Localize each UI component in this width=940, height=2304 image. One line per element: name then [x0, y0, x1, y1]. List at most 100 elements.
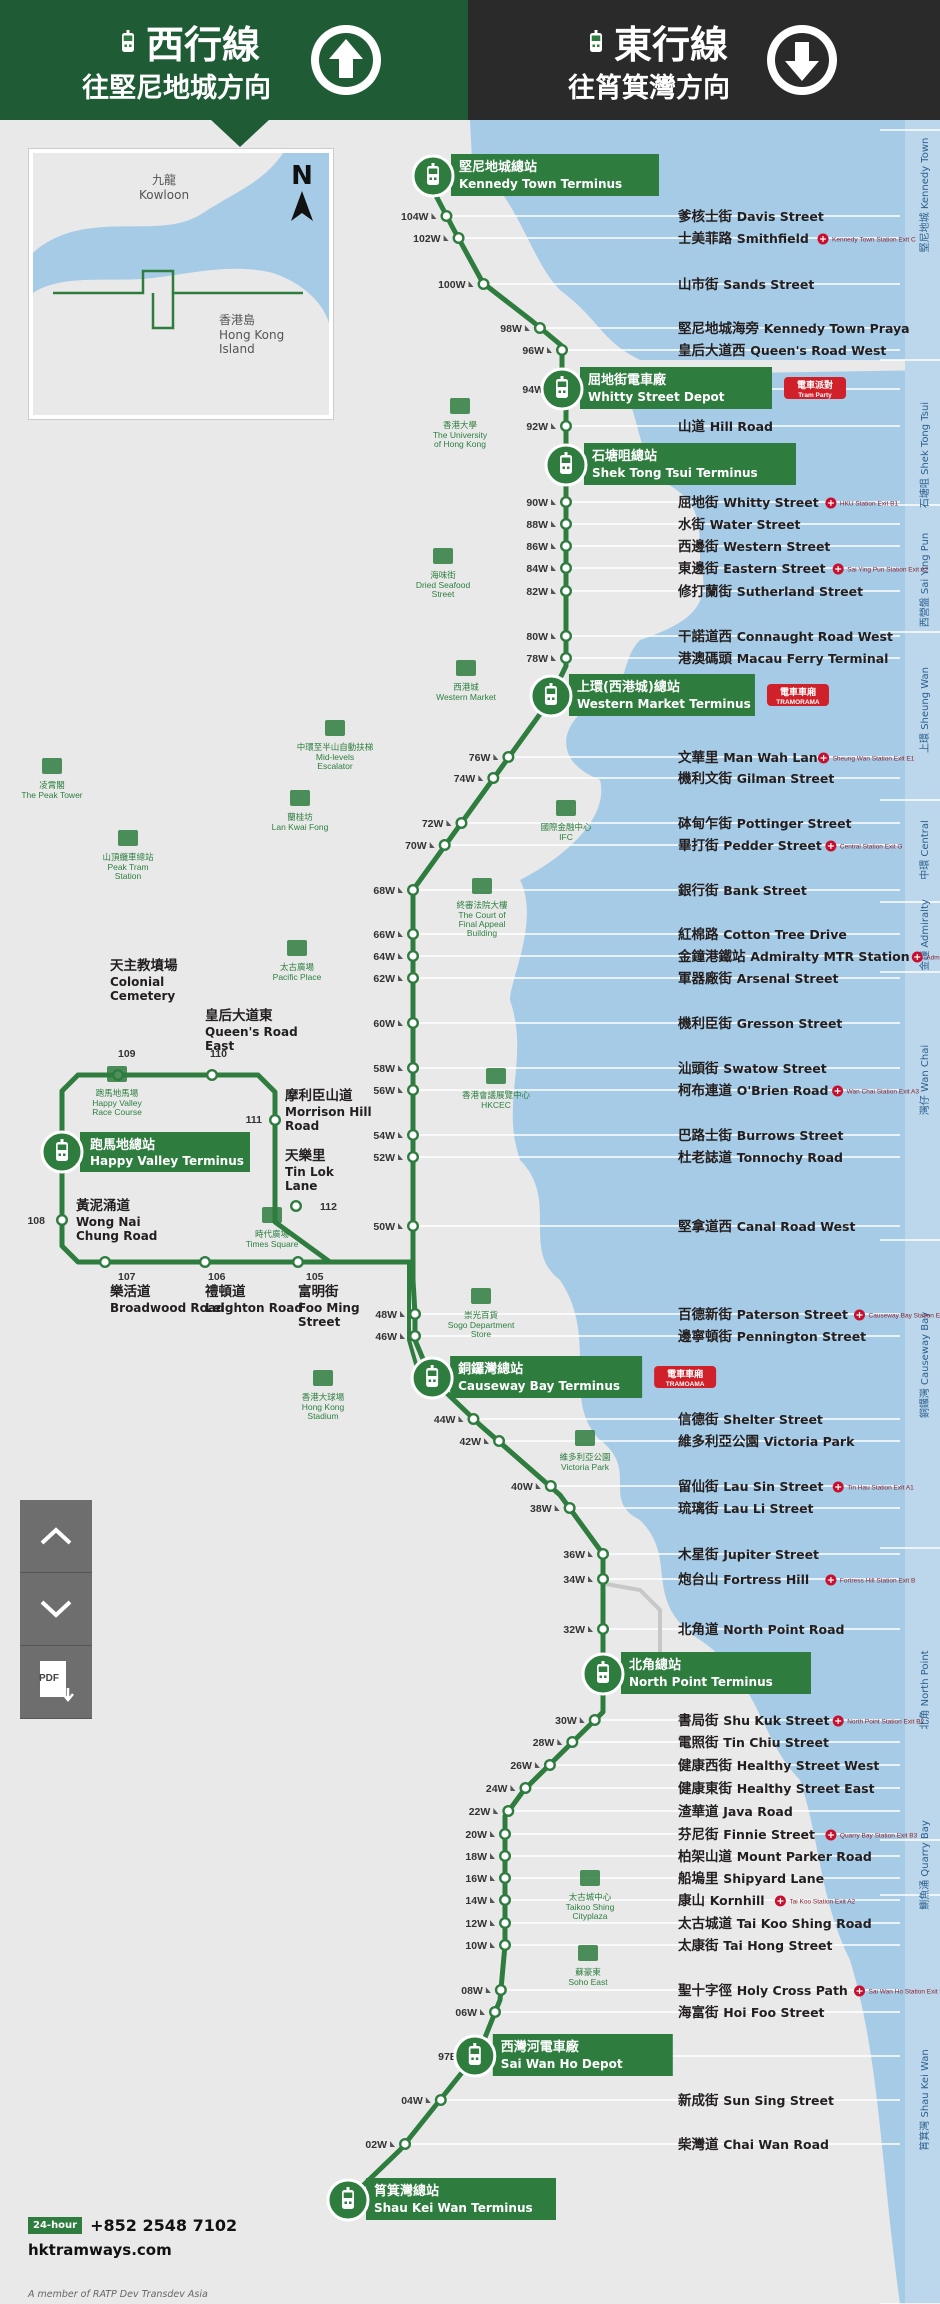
stop-name[interactable]: 柯布連道 O'Brien Road — [678, 1082, 828, 1099]
stop-name[interactable]: 北角道 North Point Road — [678, 1621, 845, 1638]
stop-dot[interactable] — [407, 1128, 420, 1141]
stop-dot[interactable] — [560, 652, 573, 665]
header-eastbound[interactable]: 東行線 往筲箕灣方向 — [468, 0, 940, 120]
stop-dot[interactable] — [597, 1547, 610, 1560]
stop-name[interactable]: 巴路士街 Burrows Street — [678, 1127, 843, 1144]
stop-dot[interactable] — [494, 1983, 507, 1996]
stop-dot[interactable] — [399, 2137, 412, 2150]
stop-name[interactable]: 屈地街 Whitty Street — [678, 494, 819, 511]
stop-name[interactable]: 銀行街 Bank Street — [678, 882, 807, 899]
stop-dot[interactable] — [477, 278, 490, 291]
stop-dot[interactable] — [560, 585, 573, 598]
stop-name[interactable]: 康山 Kornhill — [678, 1892, 765, 1909]
stop-dot[interactable] — [519, 1781, 532, 1794]
stop-name[interactable]: 芬尼街 Finnie Street — [677, 1826, 815, 1843]
stop-name[interactable]: 砵甸乍街 Pottinger Street — [678, 815, 852, 832]
stop-dot[interactable] — [407, 972, 420, 985]
stop-name[interactable]: 杜老誌道 Tonnochy Road — [678, 1149, 843, 1166]
stop-name[interactable]: 堅尼地城海旁 Kennedy Town Praya — [678, 320, 910, 337]
stop-dot[interactable] — [560, 518, 573, 531]
stop-name[interactable]: 聖十字徑 Holy Cross Path — [678, 1982, 848, 1999]
stop-dot[interactable] — [409, 1329, 422, 1342]
stop-dot[interactable] — [407, 1017, 420, 1030]
stop-dot[interactable] — [467, 1412, 480, 1425]
stop-dot[interactable] — [566, 1735, 579, 1748]
stop-name[interactable]: 柏架山道 Mount Parker Road — [678, 1848, 872, 1865]
stop-dot[interactable] — [560, 496, 573, 509]
stop-name[interactable]: 文華里 Man Wah Lane — [678, 749, 826, 766]
stop-name[interactable]: 山道 Hill Road — [678, 418, 773, 435]
stop-dot[interactable] — [407, 1150, 420, 1163]
stop-dot[interactable] — [438, 839, 451, 852]
stop-name[interactable]: 皇后大道西 Queen's Road West — [678, 342, 886, 359]
stop-dot[interactable] — [452, 231, 465, 244]
stop-name[interactable]: 機利文街 Gilman Street — [678, 770, 834, 787]
stop-dot[interactable] — [544, 1479, 557, 1492]
stop-dot[interactable] — [407, 1061, 420, 1074]
header-westbound[interactable]: 西行線 往堅尼地城方向 — [0, 0, 468, 120]
stop-name[interactable]: 畢打街 Pedder Street — [678, 837, 822, 854]
stop-name[interactable]: 渣華道 Java Road — [678, 1803, 793, 1820]
download-pdf-button[interactable]: PDF — [20, 1646, 92, 1719]
stop-dot[interactable] — [499, 1916, 512, 1929]
stop-name[interactable]: 琉璃街 Lau Li Street — [678, 1500, 814, 1517]
stop-dot[interactable] — [487, 772, 500, 785]
stop-dot[interactable] — [488, 2005, 501, 2018]
stop-name[interactable]: 炮台山 Fortress Hill — [678, 1571, 809, 1588]
stop-name[interactable]: 邊寧頓街 Pennington Street — [678, 1328, 866, 1345]
stop-dot[interactable] — [407, 1219, 420, 1232]
stop-dot[interactable] — [499, 1871, 512, 1884]
stop-dot[interactable] — [556, 344, 569, 357]
stop-name[interactable]: 海富街 Hoi Foo Street — [678, 2004, 825, 2021]
stop-dot[interactable] — [407, 1083, 420, 1096]
stop-name[interactable]: 百德新街 Paterson Street — [678, 1306, 848, 1323]
hotline[interactable]: +852 2548 7102 — [90, 2216, 238, 2235]
stop-dot[interactable] — [533, 322, 546, 335]
stop-name[interactable]: 軍器廠街 Arsenal Street — [678, 970, 839, 987]
stop-name[interactable]: 干諾道西 Connaught Road West — [678, 628, 893, 645]
stop-name[interactable]: 汕頭街 Swatow Street — [678, 1060, 827, 1077]
stop-dot[interactable] — [502, 751, 515, 764]
stop-dot[interactable] — [560, 630, 573, 643]
stop-name[interactable]: 信德街 Shelter Street — [678, 1411, 823, 1428]
stop-dot[interactable] — [499, 1938, 512, 1951]
scroll-up-button[interactable] — [20, 1500, 92, 1573]
stop-name[interactable]: 機利臣街 Gresson Street — [678, 1015, 842, 1032]
stop-dot[interactable] — [502, 1804, 515, 1817]
stop-dot[interactable] — [560, 540, 573, 553]
stop-name[interactable]: 維多利亞公園 Victoria Park — [678, 1433, 855, 1450]
stop-dot[interactable] — [499, 1849, 512, 1862]
stop-name[interactable]: 西邊街 Western Street — [678, 538, 830, 555]
stop-dot[interactable] — [499, 1893, 512, 1906]
stop-name[interactable]: 柴灣道 Chai Wan Road — [677, 2136, 829, 2153]
stop-dot[interactable] — [563, 1501, 576, 1514]
stop-name[interactable]: 修打蘭街 Sutherland Street — [677, 583, 863, 600]
stop-name[interactable]: 士美菲路 Smithfield — [678, 230, 809, 247]
stop-name[interactable]: 書局街 Shu Kuk Street — [678, 1712, 829, 1729]
stop-dot[interactable] — [560, 562, 573, 575]
stop-dot[interactable] — [407, 884, 420, 897]
stop-name[interactable]: 東邊街 Eastern Street — [678, 560, 826, 577]
stop-dot[interactable] — [409, 1307, 422, 1320]
stop-name[interactable]: 木星街 Jupiter Street — [677, 1546, 819, 1563]
stop-dot[interactable] — [407, 950, 420, 963]
stop-name[interactable]: 太康街 Tai Hong Street — [678, 1937, 833, 1954]
stop-name[interactable]: 健康西街 Healthy Street West — [678, 1757, 879, 1774]
stop-name[interactable]: 金鐘港鐵站 Admiralty MTR Station — [677, 948, 910, 965]
stop-dot[interactable] — [499, 1827, 512, 1840]
